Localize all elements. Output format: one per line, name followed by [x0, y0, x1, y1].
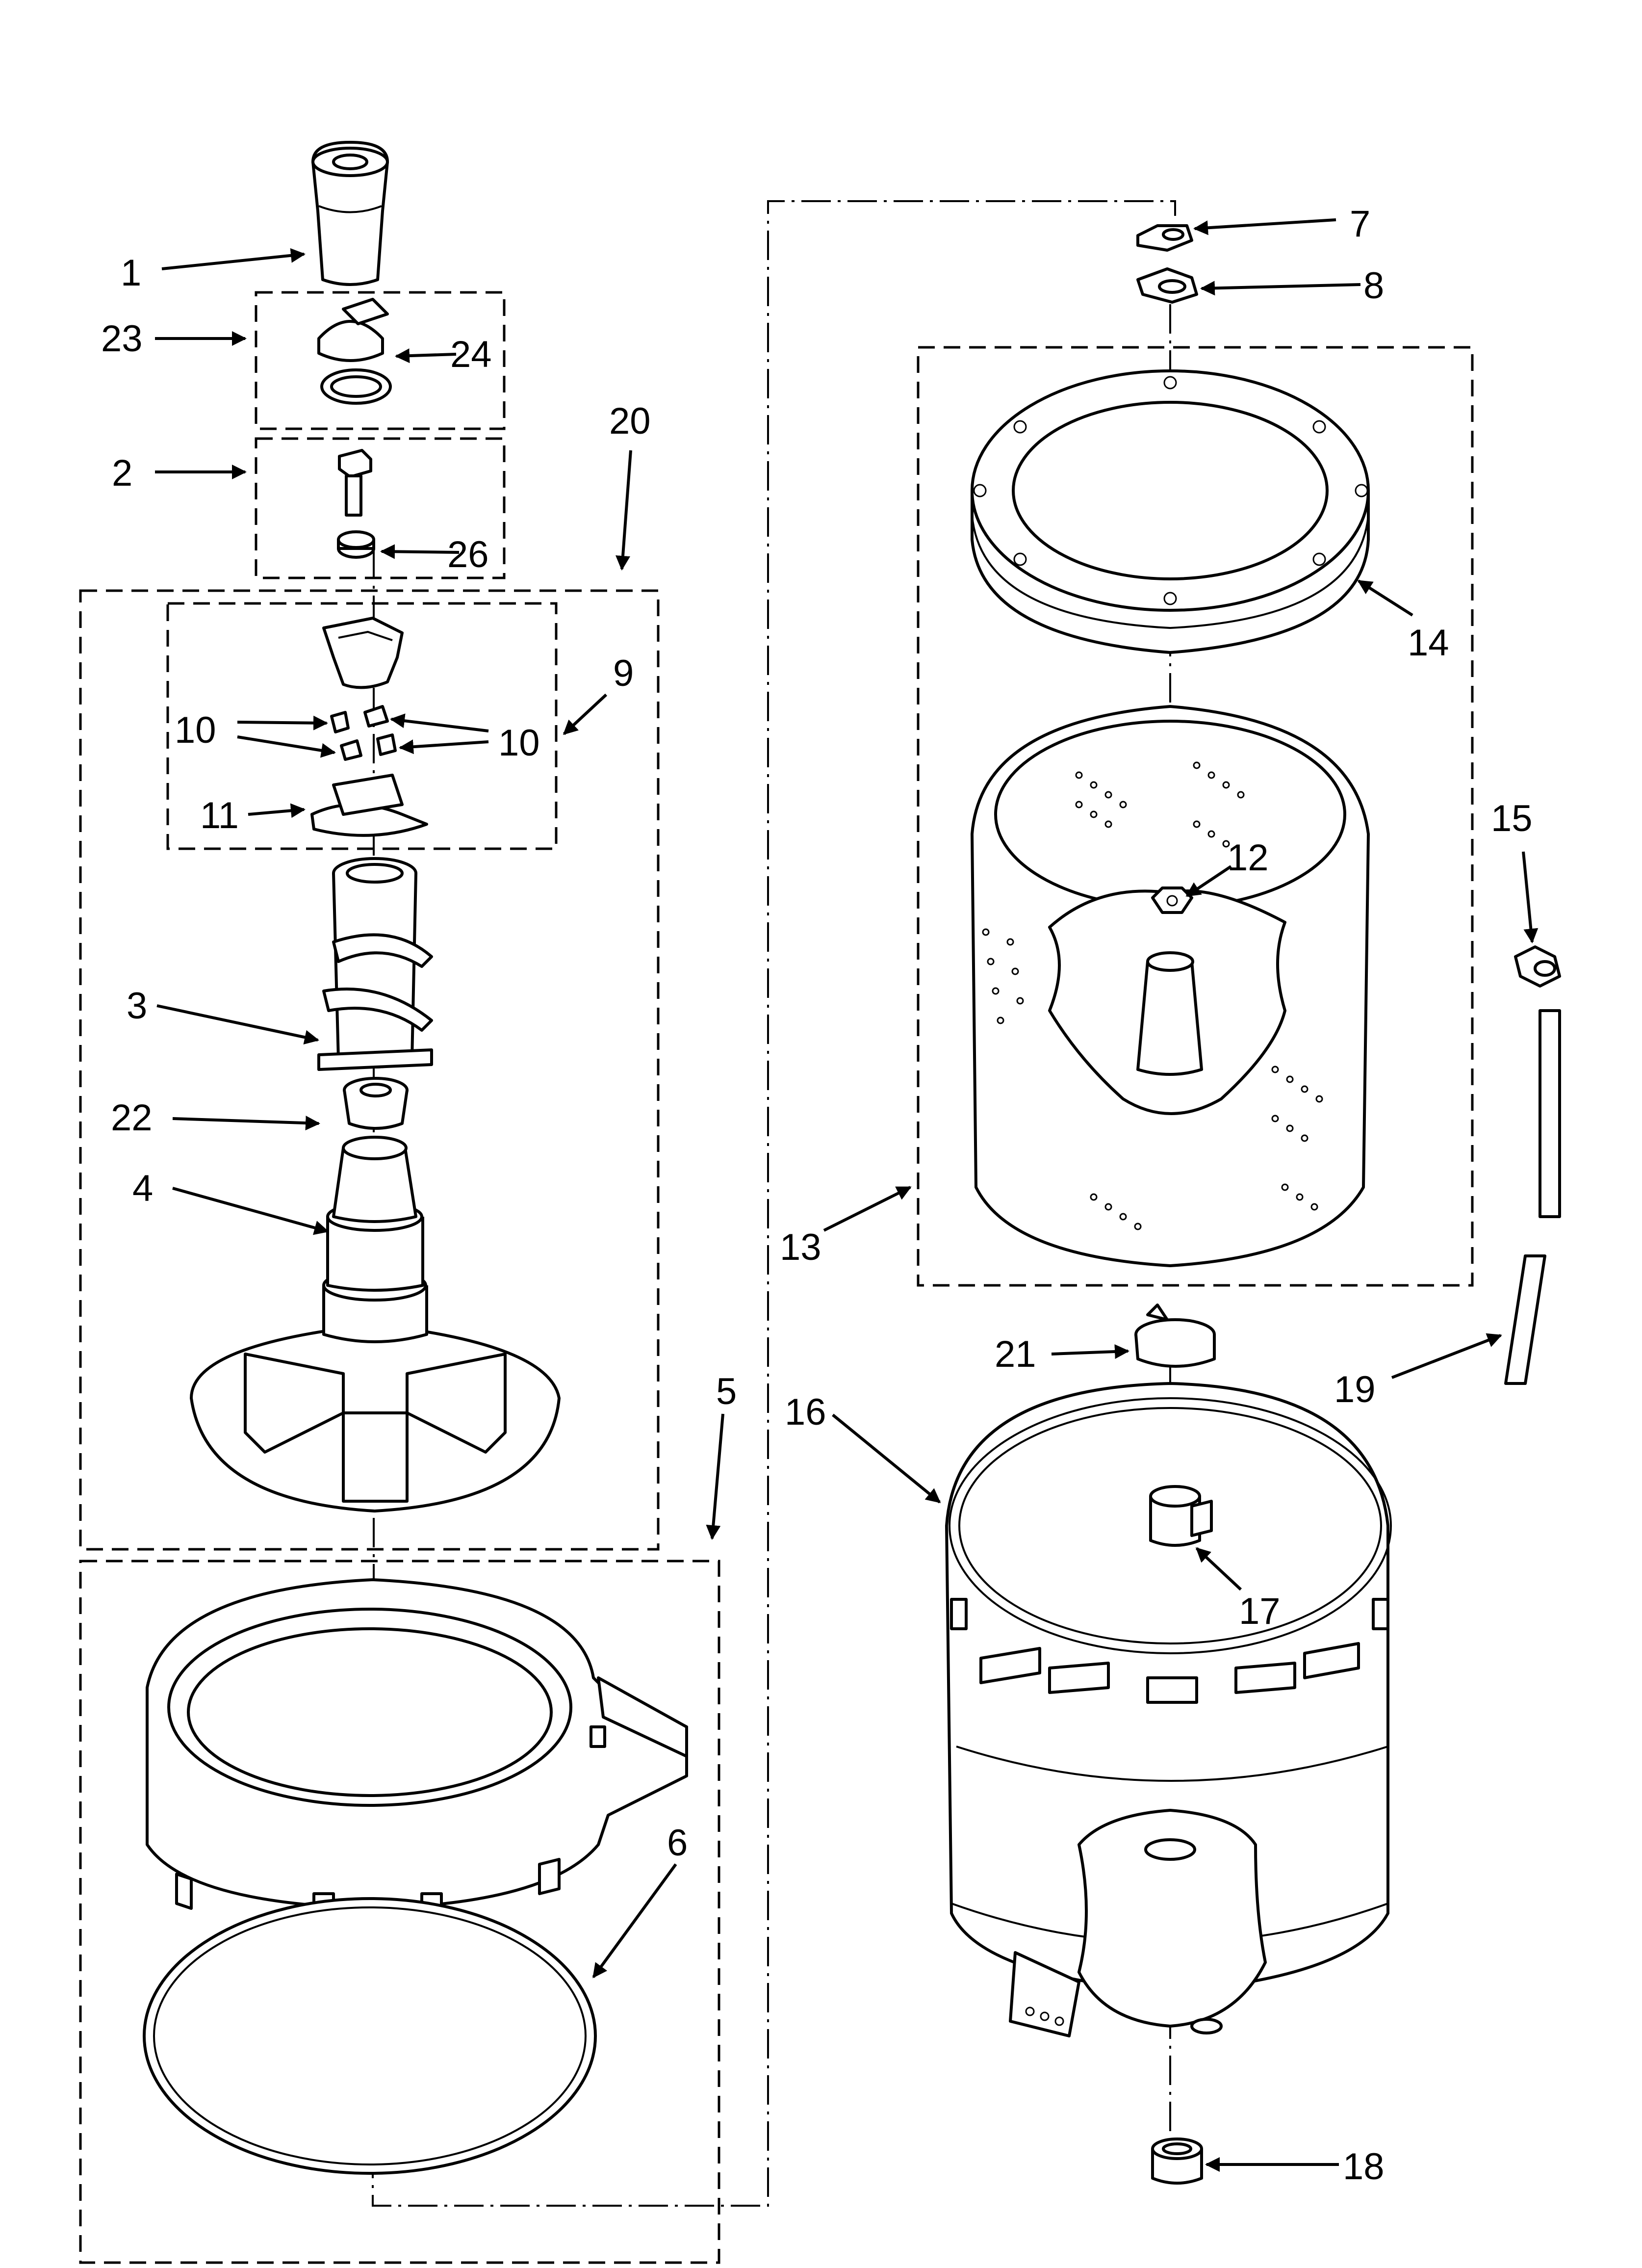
callout-14: 14 [1408, 622, 1449, 664]
part-23-cap [317, 298, 389, 362]
group-box-2 [255, 437, 506, 579]
part-14-balance-ring [971, 369, 1370, 654]
part-5-tub-ring [146, 1578, 688, 1925]
callout-3: 3 [127, 985, 147, 1027]
part-2-bolt [338, 449, 372, 517]
tub-tabs [950, 1598, 1389, 1704]
part-1-dispenser [311, 141, 389, 286]
group-box-5 [79, 1560, 720, 2264]
part-16-outer-tub [945, 1382, 1392, 2037]
leader-lines [155, 218, 1539, 2172]
callout-21: 21 [995, 1333, 1036, 1375]
part-19-hose [1504, 1009, 1561, 1385]
group-box-13 [917, 346, 1474, 1287]
callout-20: 20 [609, 400, 651, 442]
part-4-agitator-base [190, 1136, 561, 1512]
connector-line [372, 200, 1176, 2207]
callout-5: 5 [716, 1371, 737, 1412]
callout-22: 22 [111, 1097, 153, 1139]
callout-labels: 1 23 24 2 26 20 9 10 10 11 3 22 4 5 6 7 … [101, 203, 1533, 2188]
part-26-washer [337, 530, 375, 559]
callout-16: 16 [785, 1391, 826, 1433]
callout-10-left: 10 [175, 709, 216, 751]
callout-15: 15 [1491, 798, 1533, 839]
callout-11: 11 [200, 795, 239, 836]
callout-7: 7 [1350, 203, 1370, 245]
callout-23: 23 [101, 318, 143, 360]
group-box-20 [79, 589, 660, 1551]
group-box-23 [255, 291, 506, 430]
callout-26: 26 [447, 534, 489, 575]
callout-13: 13 [780, 1226, 821, 1268]
part-11-ring [310, 774, 428, 837]
callout-2: 2 [112, 452, 132, 494]
group-box-9 [166, 602, 558, 850]
part-7-clip [1136, 224, 1193, 252]
callout-10-right: 10 [498, 722, 540, 764]
callout-6: 6 [667, 1822, 688, 1864]
part-10-dogs [330, 705, 397, 761]
part-3-auger [317, 857, 433, 1071]
callout-1: 1 [121, 252, 141, 294]
callout-17: 17 [1239, 1590, 1281, 1632]
basket-holes [982, 761, 1323, 1230]
callout-19: 19 [1334, 1369, 1376, 1410]
part-24-ring [320, 368, 392, 405]
callout-18: 18 [1343, 2146, 1385, 2188]
part-13-basket [971, 705, 1370, 1267]
part-21-clamp [1134, 1303, 1216, 1368]
callout-24: 24 [450, 334, 492, 375]
part-18-plug [1151, 2138, 1203, 2185]
part-17-nut [1149, 1485, 1213, 1547]
part-22-bearing [343, 1077, 409, 1130]
part-9-cam [322, 617, 404, 689]
callout-12: 12 [1227, 837, 1269, 879]
callout-4: 4 [132, 1168, 153, 1209]
part-6-seal [143, 1897, 597, 2175]
part-8-plate [1136, 267, 1198, 304]
callout-9: 9 [613, 652, 634, 694]
part-15-clip [1514, 945, 1561, 988]
callout-8: 8 [1363, 265, 1384, 307]
